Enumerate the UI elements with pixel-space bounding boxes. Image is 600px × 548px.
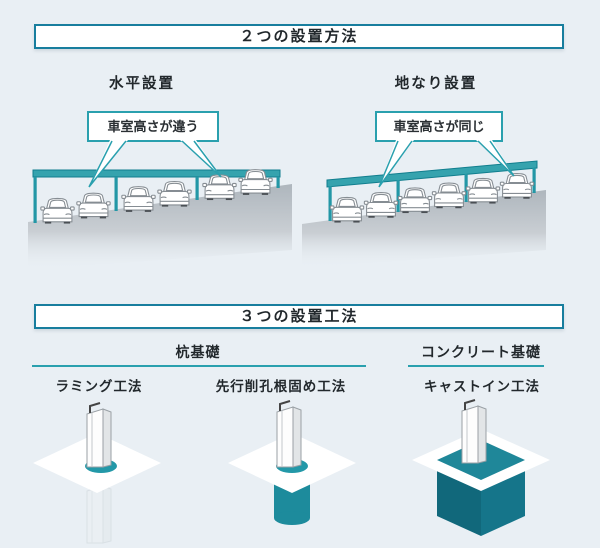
- callout-pointer-icon: [88, 140, 127, 188]
- section-title-construction: ３つの設置工法: [34, 304, 564, 329]
- car-icon: [76, 192, 111, 219]
- car-icon: [397, 187, 433, 214]
- carport-roof: [326, 160, 538, 188]
- callout-text: 車室高さが同じ: [393, 119, 484, 134]
- car-icon: [157, 180, 192, 207]
- callout-bubble-same: 車室高さが同じ: [375, 111, 515, 188]
- concrete-foundation-underline: [408, 365, 544, 367]
- sloped-ground: [28, 184, 292, 270]
- section-title-methods: ２つの設置方法: [34, 24, 564, 49]
- group-label-pile-foundation: 杭基礎: [175, 344, 221, 360]
- steel-post-icon: [276, 400, 302, 468]
- car-icon: [40, 197, 75, 224]
- predrill-method-illustration: [228, 400, 356, 525]
- callout-bubble-differs: 車室高さが違う: [87, 111, 222, 188]
- callout-pointer-icon: [181, 140, 222, 178]
- castin-method-illustration: [412, 399, 550, 536]
- ramming-method-illustration: [33, 402, 161, 544]
- steel-post-icon: [86, 402, 112, 468]
- label-ground-follow-install: 地なり設置: [394, 76, 478, 92]
- car-icon: [363, 192, 399, 218]
- method-label-castin: キャストイン工法: [424, 379, 540, 394]
- group-label-concrete-foundation: コンクリート基礎: [421, 344, 541, 360]
- horizontal-install-diagram: 車室高さが違う: [28, 111, 292, 270]
- car-icon: [121, 186, 156, 212]
- pile-foundation-underline: [32, 365, 366, 367]
- callout-pointer-icon: [477, 140, 515, 177]
- car-icon: [329, 196, 365, 223]
- car-icon: [465, 177, 501, 204]
- callout-text: 車室高さが違う: [107, 119, 198, 134]
- carport-posts: [33, 177, 280, 223]
- car-icon: [202, 174, 237, 201]
- label-horizontal-install: 水平設置: [109, 76, 175, 92]
- sloped-ground: [302, 190, 546, 268]
- carport-roof: [32, 169, 281, 178]
- callout-pointer-icon: [378, 140, 413, 188]
- steel-post-icon: [461, 399, 487, 464]
- buried-post-ghost: [86, 485, 112, 544]
- ground-follow-diagram: 車室高さが同じ: [302, 111, 546, 268]
- car-icon: [499, 173, 535, 199]
- method-label-ramming: ラミング工法: [55, 379, 143, 394]
- method-label-predrill: 先行削孔根固め工法: [215, 379, 347, 394]
- car-icon: [431, 182, 467, 209]
